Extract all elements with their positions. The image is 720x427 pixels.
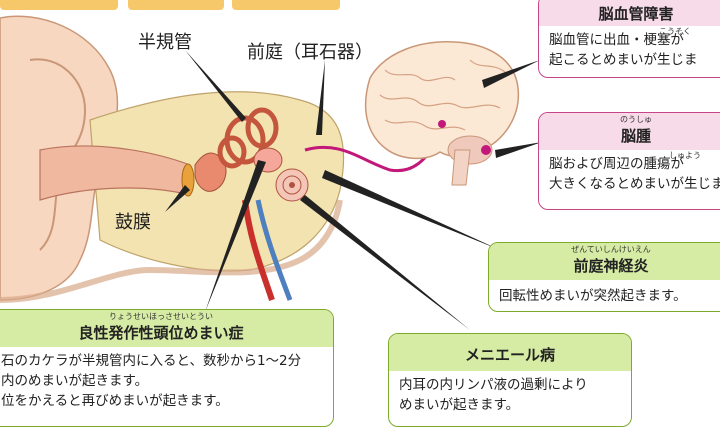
brainstem <box>451 149 471 186</box>
vein <box>255 199 293 301</box>
label-semicircular-canals: 半規管 <box>138 32 192 53</box>
ruby-kousoku: こうそく <box>659 27 691 36</box>
box-brain-tumor: のうしゅ 脳腫 しゅよう 脳および周辺の腫瘍が 大きくなるとめまいが生じま <box>538 112 720 210</box>
skin-layer <box>0 199 343 303</box>
box-meniere-title: メニエール病 <box>389 334 631 371</box>
box-bppv-line-2: 内のめまいが起きます。 <box>1 373 149 389</box>
pointer-meniere <box>300 195 470 330</box>
cochlea-shape <box>275 168 309 202</box>
brain-folds <box>379 59 506 131</box>
box-bppv: りょうせいほっさせいとうい 良性発作性頭位めまい症 石のカケラが半規管内に入ると… <box>0 309 334 427</box>
label-eardrum: 鼓膜 <box>115 212 151 233</box>
box-meniere-line-1: 内耳の内リンパ液の過剰により <box>399 377 588 393</box>
box-cerebrovascular-title: 脳血管障害 <box>539 0 720 26</box>
box-bppv-line-1: 石のカケラが半規管内に入ると、数秒から1〜2分 <box>1 353 302 369</box>
ruby-noushu: のうしゅ <box>620 115 652 124</box>
ear-fold <box>29 58 87 251</box>
ossicles <box>194 152 227 192</box>
pointer-cerebrovascular <box>482 60 540 88</box>
pointer-eardrum <box>165 185 190 212</box>
box-bppv-line-3: 位をかえると再びめまいが起きます。 <box>1 393 229 409</box>
ruby-bppv: りょうせいほっさせいとうい <box>109 312 213 321</box>
box-vestibular-neuritis-title: 前庭神経炎 <box>573 257 649 275</box>
top-tab-2 <box>128 0 224 10</box>
box-cerebrovascular-line-1: 脳血管に出血・梗塞が <box>549 32 684 48</box>
box-bppv-title: 良性発作性頭位めまい症 <box>78 324 244 342</box>
brain-shape <box>364 41 520 160</box>
label-vestibule: 前庭（耳石器） <box>247 42 373 63</box>
pointer-semicircular <box>185 50 246 122</box>
box-brain-tumor-line-1: 脳および周辺の腫瘍が <box>549 156 684 172</box>
pointer-bppv <box>205 160 266 312</box>
box-vestibular-neuritis-line-1: 回転性めまいが突然起きます。 <box>499 288 687 304</box>
box-cerebrovascular-line-2: 起こるとめまいが生じま <box>549 52 698 68</box>
box-meniere-line-2: めまいが起きます。 <box>399 397 520 413</box>
top-tab-1 <box>0 0 118 10</box>
top-tab-3 <box>232 0 340 10</box>
nerve-node-1 <box>438 120 446 128</box>
nerve-node-2 <box>481 145 491 155</box>
box-vestibular-neuritis: ぜんていしんけいえん 前庭神経炎 回転性めまいが突然起きます。 <box>488 242 720 312</box>
box-meniere: メニエール病 内耳の内リンパ液の過剰により めまいが起きます。 <box>388 333 632 427</box>
pointer-vestibule <box>316 60 325 135</box>
pointer-tumor <box>495 142 542 158</box>
box-brain-tumor-line-2: 大きくなるとめまいが生じま <box>549 176 720 192</box>
ruby-shuyou: しゅよう <box>669 151 701 160</box>
artery <box>242 199 275 301</box>
pointer-vestibular-neuritis <box>322 170 500 250</box>
ear-brain-illustration <box>0 15 542 330</box>
box-brain-tumor-title: 脳腫 <box>620 127 651 145</box>
box-cerebrovascular: 脳血管障害 こうそく 脳血管に出血・梗塞が 起こるとめまいが生じま <box>538 0 720 78</box>
ruby-zentei: ぜんていしんけいえん <box>571 245 651 254</box>
